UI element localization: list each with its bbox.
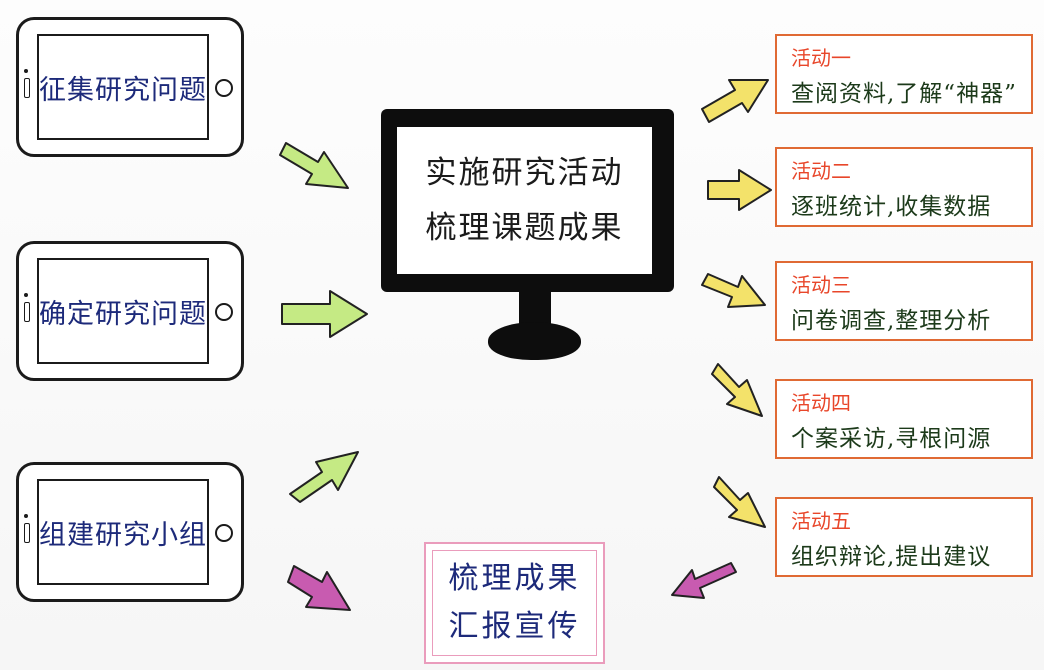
tablet-screen: 确定研究问题 [37,258,209,364]
activity-body: 问卷调查,整理分析 [791,308,992,334]
sensor-dot-icon [24,69,28,73]
camera-slot-icon [24,523,30,543]
monitor-line-2: 梳理课题成果 [425,209,624,246]
tablet-screen: 组建研究小组 [37,479,209,585]
tablet-screen: 征集研究问题 [37,34,209,140]
activity-title: 活动五 [791,509,851,533]
tablet-form-group: 组建研究小组 [16,462,244,602]
tablet-collect-questions: 征集研究问题 [16,17,244,157]
activity-title: 活动二 [791,159,851,183]
tablet-label: 确定研究问题 [39,298,207,330]
camera-slot-icon [24,302,30,322]
summary-line-2: 汇报宣传 [448,609,581,644]
activity-title: 活动一 [791,46,851,70]
activity-card-1: 活动一 查阅资料,了解“神器” [775,34,1033,114]
monitor-base [488,322,581,360]
sensor-dot-icon [24,293,28,297]
camera-slot-icon [24,78,30,98]
activity-card-4: 活动四 个案采访,寻根问源 [775,379,1033,459]
summary-box-inner: 梳理成果 汇报宣传 [432,550,597,656]
summary-line-1: 梳理成果 [448,561,581,596]
activity-card-3: 活动三 问卷调查,整理分析 [775,261,1033,341]
sensor-dot-icon [24,514,28,518]
home-button-icon [215,303,233,321]
activity-title: 活动四 [791,391,851,415]
monitor-line-1: 实施研究活动 [425,154,624,191]
monitor-screen: 实施研究活动 梳理课题成果 [397,127,652,274]
tablet-confirm-questions: 确定研究问题 [16,241,244,381]
activity-body: 组织辩论,提出建议 [791,544,992,570]
home-button-icon [215,79,233,97]
monitor-neck [519,290,551,328]
home-button-icon [215,524,233,542]
activity-card-2: 活动二 逐班统计,收集数据 [775,147,1033,227]
activity-body: 个案采访,寻根问源 [791,426,992,452]
activity-title: 活动三 [791,273,851,297]
tablet-label: 征集研究问题 [39,74,207,106]
tablet-label: 组建研究小组 [39,519,207,551]
activity-card-5: 活动五 组织辩论,提出建议 [775,497,1033,577]
summary-box: 梳理成果 汇报宣传 [424,542,605,664]
activity-body: 查阅资料,了解“神器” [791,81,1017,107]
activity-body: 逐班统计,收集数据 [791,194,992,220]
